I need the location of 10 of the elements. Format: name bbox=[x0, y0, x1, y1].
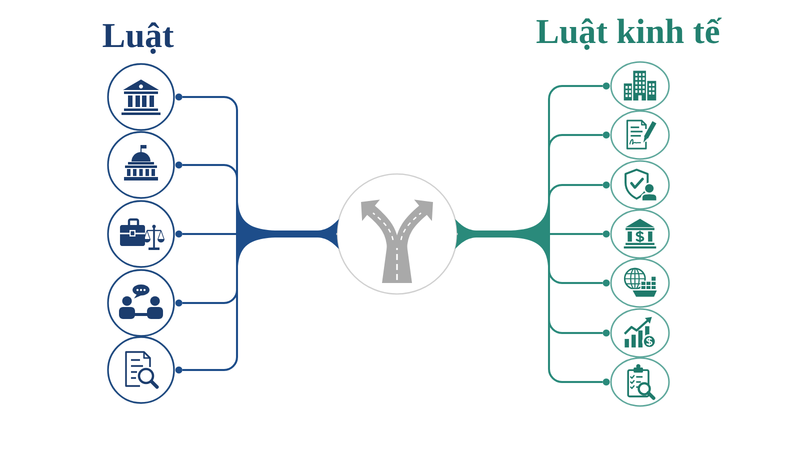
connector-line bbox=[548, 234, 550, 270]
connector-line bbox=[236, 178, 238, 234]
connector-line bbox=[548, 198, 550, 234]
connector-line bbox=[548, 148, 550, 198]
connector-trunk bbox=[238, 202, 339, 266]
connector-line bbox=[236, 234, 238, 290]
connector-line bbox=[548, 270, 550, 320]
heading: Luật kinh tế bbox=[536, 18, 722, 50]
heading: Luật bbox=[102, 22, 174, 54]
connector-trunk bbox=[455, 202, 548, 266]
